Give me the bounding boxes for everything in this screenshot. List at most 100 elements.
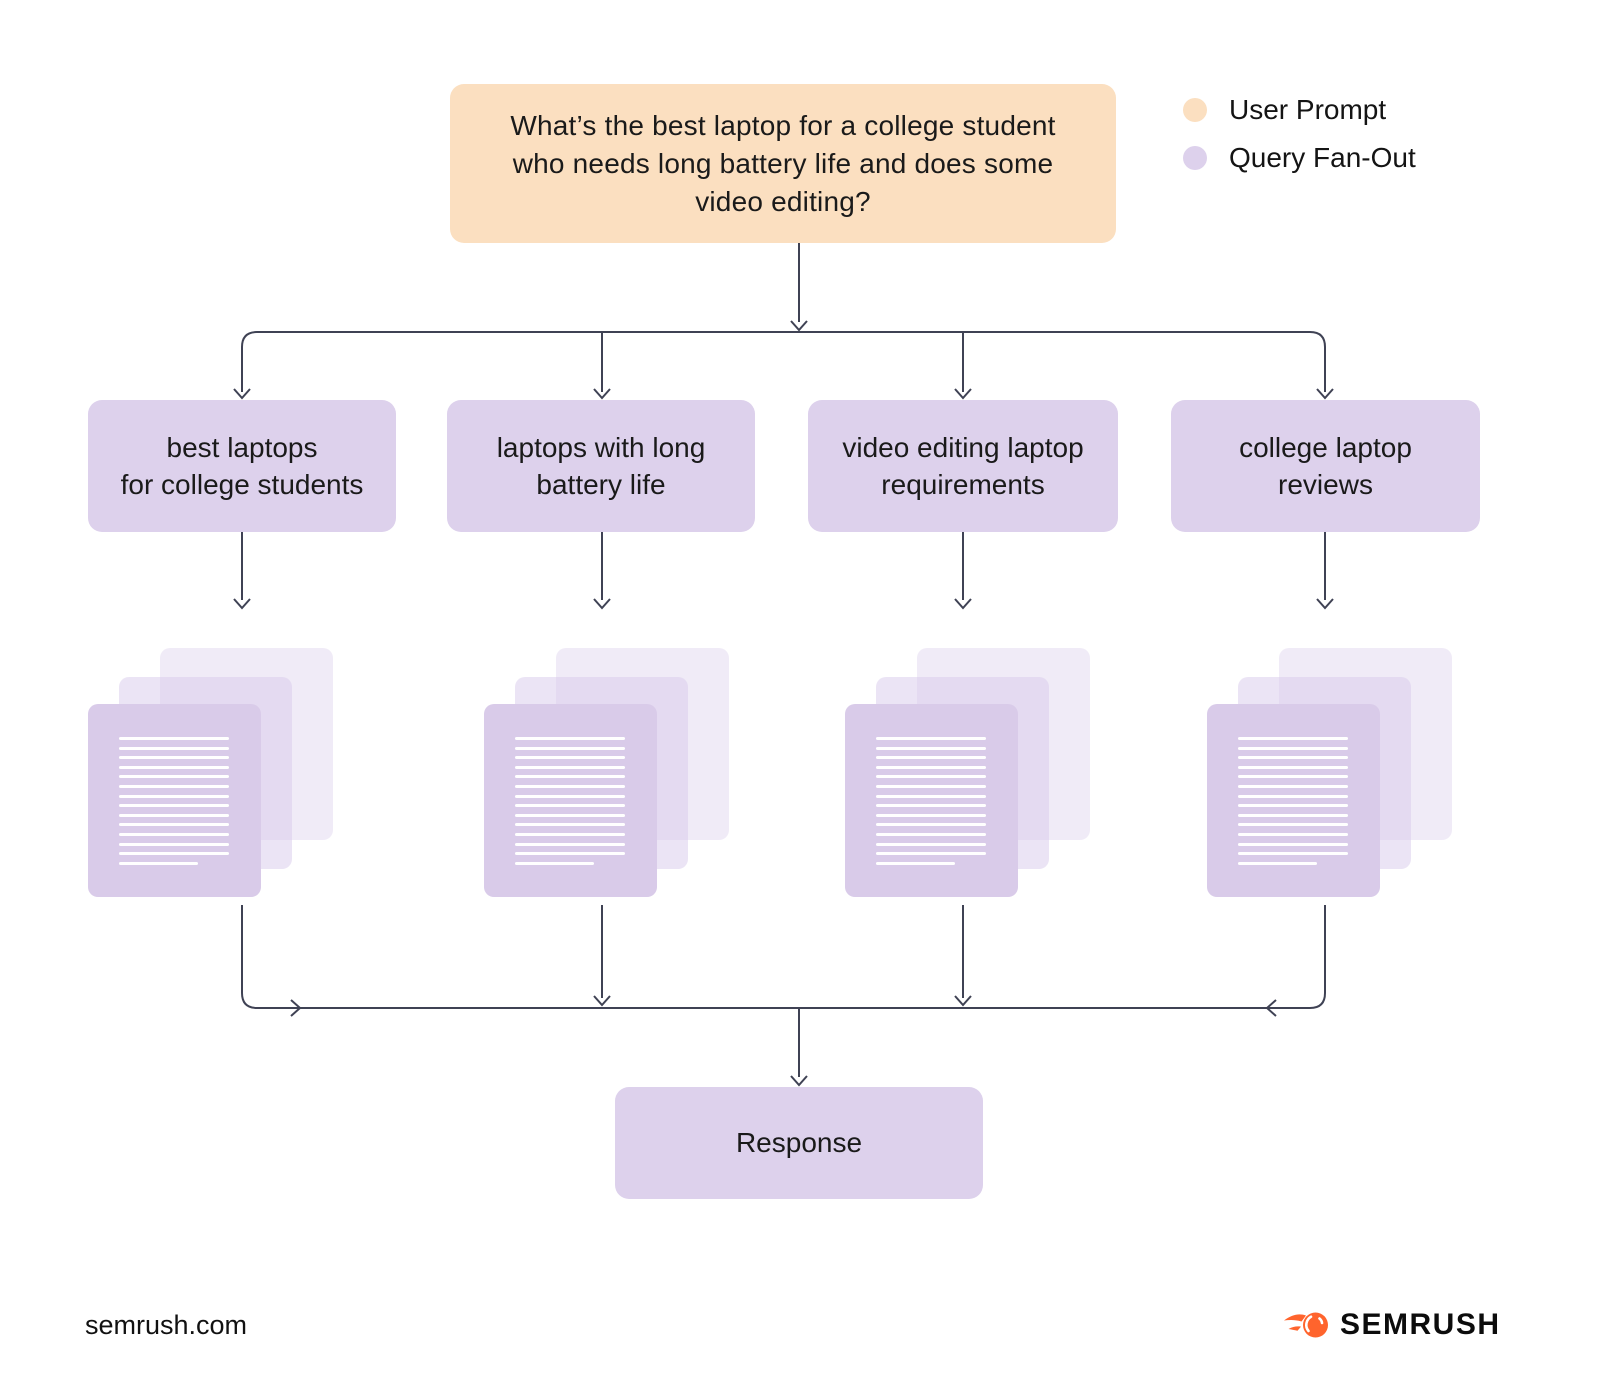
document-text-line: [515, 775, 625, 779]
document-front-icon: [88, 704, 261, 897]
document-text-line: [1238, 756, 1348, 760]
document-text-line: [1238, 746, 1348, 750]
document-front-icon: [484, 704, 657, 897]
query-line: college laptop: [1239, 432, 1412, 463]
semrush-flame-icon: [1284, 1312, 1328, 1338]
document-text-line: [119, 832, 229, 836]
document-text-line: [119, 794, 229, 798]
document-text-line: [515, 804, 625, 808]
arrowhead-down-icon: [1316, 388, 1334, 400]
document-text-line: [1238, 794, 1348, 798]
document-text-line: [515, 861, 595, 865]
converge-bar: [241, 905, 1326, 1009]
document-stack-icon: [1207, 648, 1452, 897]
user-prompt-box: What’s the best laptop for a college stu…: [450, 84, 1116, 243]
arrowhead-down-icon: [954, 598, 972, 610]
document-text-line: [119, 765, 229, 769]
arrowhead-down-icon: [1316, 598, 1334, 610]
document-text-line: [876, 784, 986, 788]
legend-item-user-prompt: User Prompt: [1183, 86, 1416, 134]
prompt-line: What’s the best laptop for a college stu…: [510, 109, 1056, 141]
document-text-line: [119, 756, 229, 760]
document-text-line: [515, 842, 625, 846]
query-line: video editing laptop: [842, 432, 1084, 463]
document-text-line: [876, 737, 986, 740]
prompt-line: who needs long battery life and does som…: [512, 147, 1054, 179]
prompt-line: video editing?: [695, 185, 871, 217]
document-text-line: [1238, 842, 1348, 846]
document-text-line: [119, 813, 229, 817]
document-text-line: [515, 794, 625, 798]
arrowhead-right-icon: [290, 999, 302, 1017]
response-box: Response: [615, 1087, 983, 1199]
legend: User Prompt Query Fan-Out: [1183, 86, 1416, 182]
document-text-line: [1238, 765, 1348, 769]
arrowhead-down-icon: [790, 320, 808, 332]
document-text-line: [119, 784, 229, 788]
document-text-line: [1238, 737, 1348, 740]
arrowhead-down-icon: [593, 598, 611, 610]
document-text-line: [119, 746, 229, 750]
query-line: laptops with long: [496, 432, 706, 463]
response-label: Response: [735, 1127, 863, 1158]
query-box-best-laptops: best laptops for college students: [88, 400, 396, 532]
arrowhead-down-icon: [954, 995, 972, 1007]
query-box-battery-life: laptops with long battery life: [447, 400, 755, 532]
legend-label: Query Fan-Out: [1229, 142, 1416, 173]
document-front-icon: [845, 704, 1018, 897]
document-text-line: [515, 852, 625, 856]
document-text-line: [515, 756, 625, 760]
query-line: requirements: [881, 469, 1045, 500]
document-text-line: [1238, 861, 1318, 865]
document-text-line: [515, 832, 625, 836]
query-line: battery life: [536, 469, 666, 500]
query-fanout-dot-icon: [1183, 146, 1207, 170]
document-text-line: [876, 765, 986, 769]
query-box-video-editing: video editing laptop requirements: [808, 400, 1118, 532]
arrowhead-down-icon: [233, 388, 251, 400]
document-text-line: [119, 861, 199, 865]
document-stack-icon: [88, 648, 333, 897]
document-text-line: [119, 842, 229, 846]
document-text-line: [515, 784, 625, 788]
document-text-line: [876, 775, 986, 779]
arrowhead-down-icon: [233, 598, 251, 610]
document-text-line: [119, 852, 229, 856]
document-text-line: [876, 804, 986, 808]
document-stack-icon: [484, 648, 729, 897]
document-text-line: [119, 775, 229, 779]
document-text-line: [876, 823, 986, 827]
fanout-bar: [241, 331, 1326, 392]
document-text-line: [876, 813, 986, 817]
document-text-line: [876, 756, 986, 760]
document-text-line: [876, 832, 986, 836]
document-text-line: [119, 804, 229, 808]
user-prompt-dot-icon: [1183, 98, 1207, 122]
document-text-line: [876, 794, 986, 798]
document-text-line: [119, 737, 229, 740]
document-text-line: [515, 813, 625, 817]
document-text-line: [876, 746, 986, 750]
document-text-line: [1238, 823, 1348, 827]
query-line: reviews: [1278, 469, 1373, 500]
document-text-line: [515, 746, 625, 750]
document-text-line: [1238, 804, 1348, 808]
document-front-icon: [1207, 704, 1380, 897]
document-text-line: [876, 852, 986, 856]
legend-label: User Prompt: [1229, 94, 1387, 125]
document-text-line: [515, 765, 625, 769]
query-box-college-reviews: college laptop reviews: [1171, 400, 1480, 532]
query-line: best laptops: [166, 432, 318, 463]
document-text-line: [515, 823, 625, 827]
document-text-line: [1238, 813, 1348, 817]
document-text-line: [515, 737, 625, 740]
arrowhead-down-icon: [593, 388, 611, 400]
document-stack-icon: [845, 648, 1090, 897]
arrowhead-down-icon: [954, 388, 972, 400]
document-text-line: [876, 861, 956, 865]
arrowhead-down-icon: [790, 1075, 808, 1087]
document-text-line: [1238, 775, 1348, 779]
arrowhead-left-icon: [1265, 999, 1277, 1017]
